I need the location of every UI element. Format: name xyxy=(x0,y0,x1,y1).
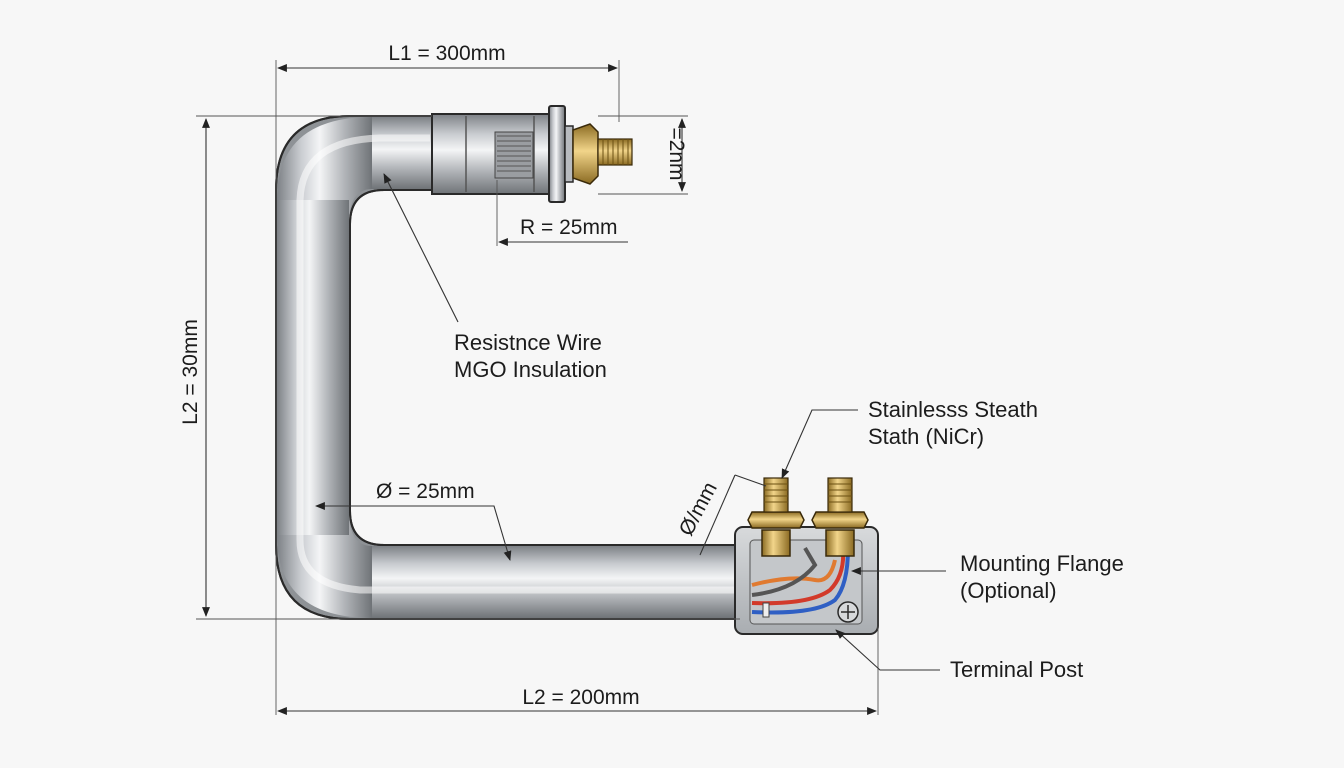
leader-terminal xyxy=(835,629,940,671)
fitting-threads xyxy=(494,131,534,179)
label-flange-line1: Mounting Flange xyxy=(960,551,1124,576)
terminal-post-right xyxy=(811,477,869,557)
terminal-post-left xyxy=(747,477,805,557)
terminal-box xyxy=(734,477,879,635)
label-sheath-line1: Stainlesss Steath xyxy=(868,397,1038,422)
dimension-lines xyxy=(202,64,877,715)
label-terminal: Terminal Post xyxy=(950,657,1083,682)
leader-resistance xyxy=(383,173,459,323)
tube-vertical xyxy=(277,200,349,535)
dim-l1-label: L1 = 300mm xyxy=(388,42,505,65)
tube-top xyxy=(372,117,432,189)
label-resistance-line1: Resistnce Wire xyxy=(454,330,602,355)
fitting-brass-nut xyxy=(572,123,599,185)
label-flange-line2: (Optional) xyxy=(960,578,1057,603)
dim-l2-horizontal-label: L2 = 200mm xyxy=(522,686,639,709)
dim-thread-label: =2nm xyxy=(665,127,688,180)
fitting-stud xyxy=(597,138,633,166)
dim-radius-label: R = 25mm xyxy=(520,216,617,239)
fitting-flange xyxy=(548,105,566,203)
label-resistance-line2: MGO Insulation xyxy=(454,357,607,382)
dim-diameter-label: Ø = 25mm xyxy=(376,480,475,503)
extension-lines xyxy=(196,60,879,715)
dim-diameter-small xyxy=(699,474,736,556)
dim-diameter xyxy=(315,502,512,561)
top-fitting xyxy=(431,105,633,203)
wire-gray xyxy=(751,546,818,597)
label-sheath-line2: Stath (NiCr) xyxy=(868,424,984,449)
tube-bottom xyxy=(372,546,741,618)
fitting-washer xyxy=(564,125,574,183)
dim-diameter-small-label: Ø/mm xyxy=(675,478,722,539)
wire-blue xyxy=(751,547,850,615)
wire-red xyxy=(751,547,846,606)
wire-orange xyxy=(751,559,837,587)
leader-lines xyxy=(383,173,946,671)
leader-sheath xyxy=(781,409,858,479)
dim-l2-vertical-label: L2 = 30mm xyxy=(179,319,202,425)
